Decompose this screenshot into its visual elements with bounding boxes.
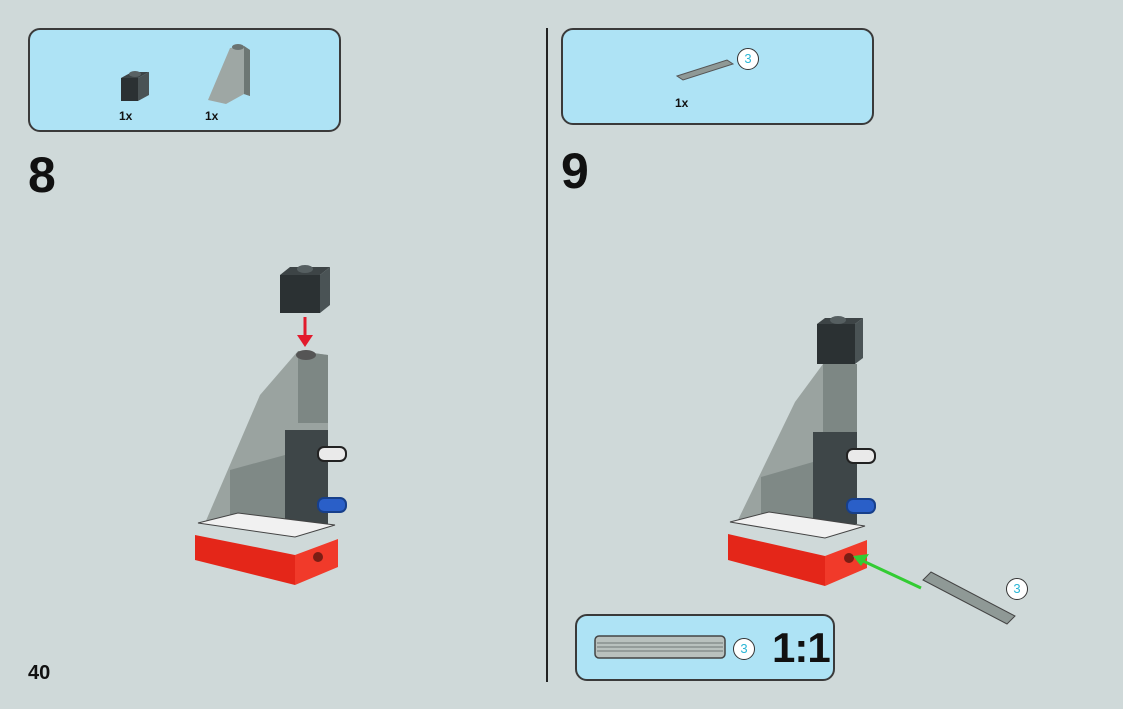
length-badge: 3 (737, 48, 759, 70)
part-qty: 1x (205, 109, 219, 123)
step-number: 9 (561, 143, 589, 199)
dark-grey-brick-icon (121, 71, 149, 101)
axle-icon (675, 59, 735, 81)
step-divider (546, 28, 548, 682)
step-8-assembly (195, 265, 347, 585)
step-9-parts-box: 3 1x (561, 28, 874, 125)
axle-length-badge: 3 (1006, 578, 1028, 600)
scale-check-box: 3 1:1 (575, 614, 835, 681)
step-8-parts-box: 1x 1x (28, 28, 341, 132)
scale-label: 1:1 (772, 624, 831, 671)
part-qty: 1x (675, 96, 689, 110)
step-9-assembly (728, 316, 1016, 625)
dark-brick-piece (280, 265, 330, 313)
green-arrow-icon (853, 554, 922, 590)
red-arrow-icon (297, 317, 313, 347)
page-number: 40 (28, 662, 51, 684)
step-number: 8 (28, 147, 56, 203)
axle-scale-icon (594, 635, 726, 659)
part-qty: 1x (119, 109, 133, 123)
length-badge: 3 (733, 638, 755, 660)
grey-slope-icon (208, 44, 250, 104)
